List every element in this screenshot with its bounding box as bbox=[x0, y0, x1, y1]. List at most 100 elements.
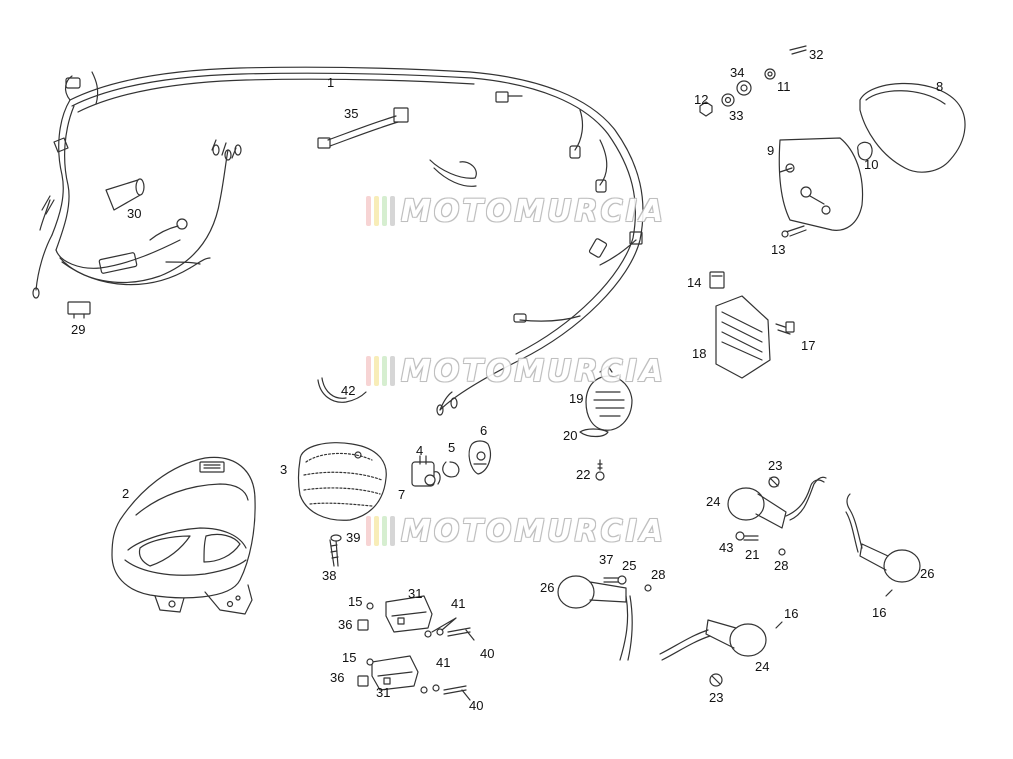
bracket-31-upper bbox=[386, 596, 432, 632]
watermark-bar bbox=[374, 356, 379, 386]
callout-39: 39 bbox=[346, 530, 361, 545]
callout-37: 37 bbox=[599, 552, 614, 567]
callout-23-lower: 23 bbox=[709, 690, 724, 705]
callout-26-right: 26 bbox=[920, 566, 935, 581]
callout-24-lower: 24 bbox=[755, 659, 770, 674]
bulb-holder-4-7 bbox=[412, 456, 440, 486]
callout-32: 32 bbox=[809, 47, 824, 62]
watermark-bar bbox=[366, 516, 371, 546]
small-cable-35 bbox=[318, 108, 408, 148]
small-hardware-16-25-28-37 bbox=[604, 549, 892, 628]
callout-2: 2 bbox=[122, 486, 130, 501]
rubber-boot-30 bbox=[106, 179, 144, 210]
callout-21: 21 bbox=[745, 547, 760, 562]
callout-31-lower: 31 bbox=[376, 685, 391, 700]
screw-21-43 bbox=[736, 532, 758, 540]
tail-lens-8 bbox=[860, 83, 965, 172]
callout-12: 12 bbox=[694, 92, 709, 107]
callout-22: 22 bbox=[576, 467, 591, 482]
watermark-text: MOTOMURCIA bbox=[401, 353, 667, 389]
screw-13 bbox=[782, 226, 806, 237]
watermark-bar bbox=[390, 356, 395, 386]
callout-28-right: 28 bbox=[774, 558, 789, 573]
bracket-31-lower bbox=[372, 656, 418, 690]
watermark-bar bbox=[374, 516, 379, 546]
watermark-text: MOTOMURCIA bbox=[401, 513, 667, 549]
callout-6: 6 bbox=[480, 423, 488, 438]
bulb-10 bbox=[858, 142, 872, 160]
adjust-screw-38-39 bbox=[330, 535, 341, 566]
callout-3: 3 bbox=[280, 462, 288, 477]
callout-10: 10 bbox=[864, 157, 879, 172]
callout-29: 29 bbox=[71, 322, 86, 337]
headlight-lens-3 bbox=[299, 443, 387, 521]
bulb-23-lower bbox=[710, 674, 722, 686]
callout-20: 20 bbox=[563, 428, 578, 443]
callout-15-upper: 15 bbox=[348, 594, 363, 609]
callout-23-upper: 23 bbox=[768, 458, 783, 473]
callout-1: 1 bbox=[327, 75, 335, 90]
turn-signal-24-right-front bbox=[728, 477, 826, 528]
callout-18: 18 bbox=[692, 346, 707, 361]
wiring-harness bbox=[33, 67, 643, 415]
watermark-bar bbox=[374, 196, 379, 226]
watermark-logo-bars bbox=[366, 516, 395, 546]
callout-41-upper: 41 bbox=[451, 596, 466, 611]
clip-14 bbox=[710, 272, 724, 288]
fuse-29 bbox=[68, 302, 90, 318]
callout-16-upper: 16 bbox=[784, 606, 799, 621]
screw-22 bbox=[596, 460, 604, 480]
turn-signal-24-left-front bbox=[660, 620, 766, 660]
callout-36-lower: 36 bbox=[330, 670, 345, 685]
callout-8: 8 bbox=[936, 79, 944, 94]
wire-42 bbox=[318, 378, 366, 402]
callout-30: 30 bbox=[127, 206, 142, 221]
callout-17: 17 bbox=[801, 338, 816, 353]
callout-33: 33 bbox=[729, 108, 744, 123]
callout-35: 35 bbox=[344, 106, 359, 121]
hardware-15-36-40-41 bbox=[358, 603, 474, 700]
callout-41-lower: 41 bbox=[436, 655, 451, 670]
callout-24-upper: 24 bbox=[706, 494, 721, 509]
regulator-18 bbox=[716, 296, 770, 378]
callout-9: 9 bbox=[767, 143, 775, 158]
callout-25: 25 bbox=[622, 558, 637, 573]
callout-14: 14 bbox=[687, 275, 702, 290]
watermark-bar bbox=[382, 196, 387, 226]
turn-signal-26-left-rear bbox=[558, 576, 632, 660]
watermark-bar bbox=[366, 356, 371, 386]
watermark-bar bbox=[390, 196, 395, 226]
callout-42: 42 bbox=[341, 383, 356, 398]
callout-43: 43 bbox=[719, 540, 734, 555]
watermark-bottom: MOTOMURCIA bbox=[366, 512, 666, 550]
callout-31-upper: 31 bbox=[408, 586, 423, 601]
watermark-bar bbox=[390, 516, 395, 546]
small-hardware-11-12-32-33-34 bbox=[700, 46, 806, 116]
watermark-logo-bars bbox=[366, 356, 395, 386]
watermark-logo-bars bbox=[366, 196, 395, 226]
callout-13: 13 bbox=[771, 242, 786, 257]
callout-7: 7 bbox=[398, 487, 406, 502]
clip-5 bbox=[443, 462, 459, 477]
watermark-top: MOTOMURCIA bbox=[366, 192, 666, 230]
bulb-6 bbox=[469, 441, 490, 474]
bolt-17 bbox=[776, 322, 794, 334]
callout-11: 11 bbox=[777, 79, 791, 94]
watermark-middle: MOTOMURCIA bbox=[366, 352, 666, 390]
watermark-bar bbox=[366, 196, 371, 226]
callout-26-left: 26 bbox=[540, 580, 555, 595]
turn-signal-26-right-rear bbox=[846, 494, 920, 582]
callout-4: 4 bbox=[416, 443, 424, 458]
headlight-fairing-2 bbox=[112, 457, 255, 614]
tail-housing-9 bbox=[779, 138, 862, 230]
callout-38: 38 bbox=[322, 568, 337, 583]
callout-34: 34 bbox=[730, 65, 745, 80]
watermark-bar bbox=[382, 516, 387, 546]
watermark-text: MOTOMURCIA bbox=[401, 193, 667, 229]
bracket-20 bbox=[580, 429, 608, 437]
callout-40-lower: 40 bbox=[469, 698, 484, 713]
bulb-23-upper bbox=[769, 477, 779, 487]
callout-5: 5 bbox=[448, 440, 456, 455]
